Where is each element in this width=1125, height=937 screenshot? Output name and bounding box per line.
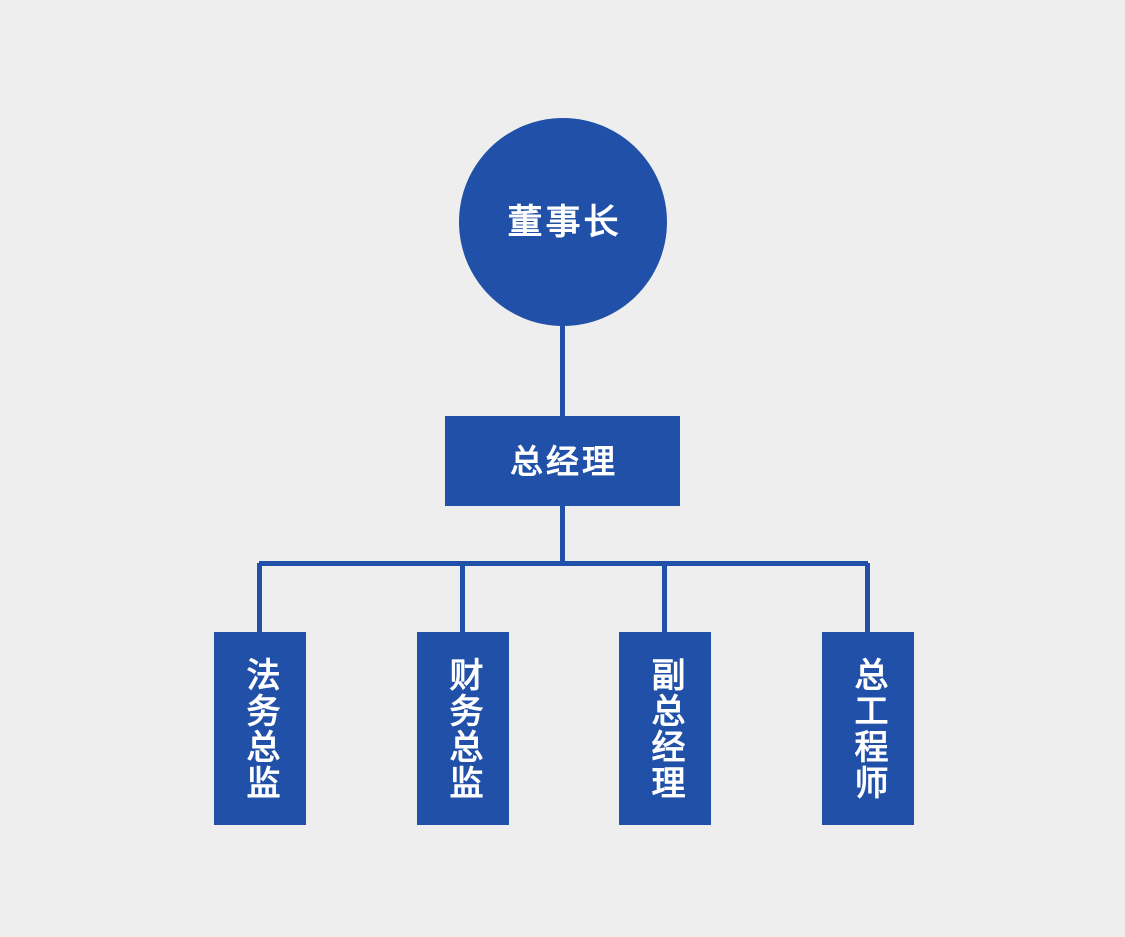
node-finance-director[interactable]: 财务总监 bbox=[417, 632, 509, 825]
node-chairman-label: 董事长 bbox=[507, 202, 622, 242]
node-deputy-general-manager[interactable]: 副总经理 bbox=[619, 632, 711, 825]
node-chairman[interactable]: 董事长 bbox=[459, 118, 667, 326]
node-legal-director-label: 法务总监 bbox=[241, 656, 280, 801]
node-legal-director[interactable]: 法务总监 bbox=[214, 632, 306, 825]
node-finance-director-label: 财务总监 bbox=[444, 656, 483, 801]
node-general-manager-label: 总经理 bbox=[510, 442, 618, 480]
node-chief-engineer-label: 总工程师 bbox=[849, 656, 888, 801]
node-chief-engineer[interactable]: 总工程师 bbox=[822, 632, 914, 825]
node-general-manager[interactable]: 总经理 bbox=[445, 416, 680, 506]
node-deputy-general-manager-label: 副总经理 bbox=[646, 656, 685, 801]
